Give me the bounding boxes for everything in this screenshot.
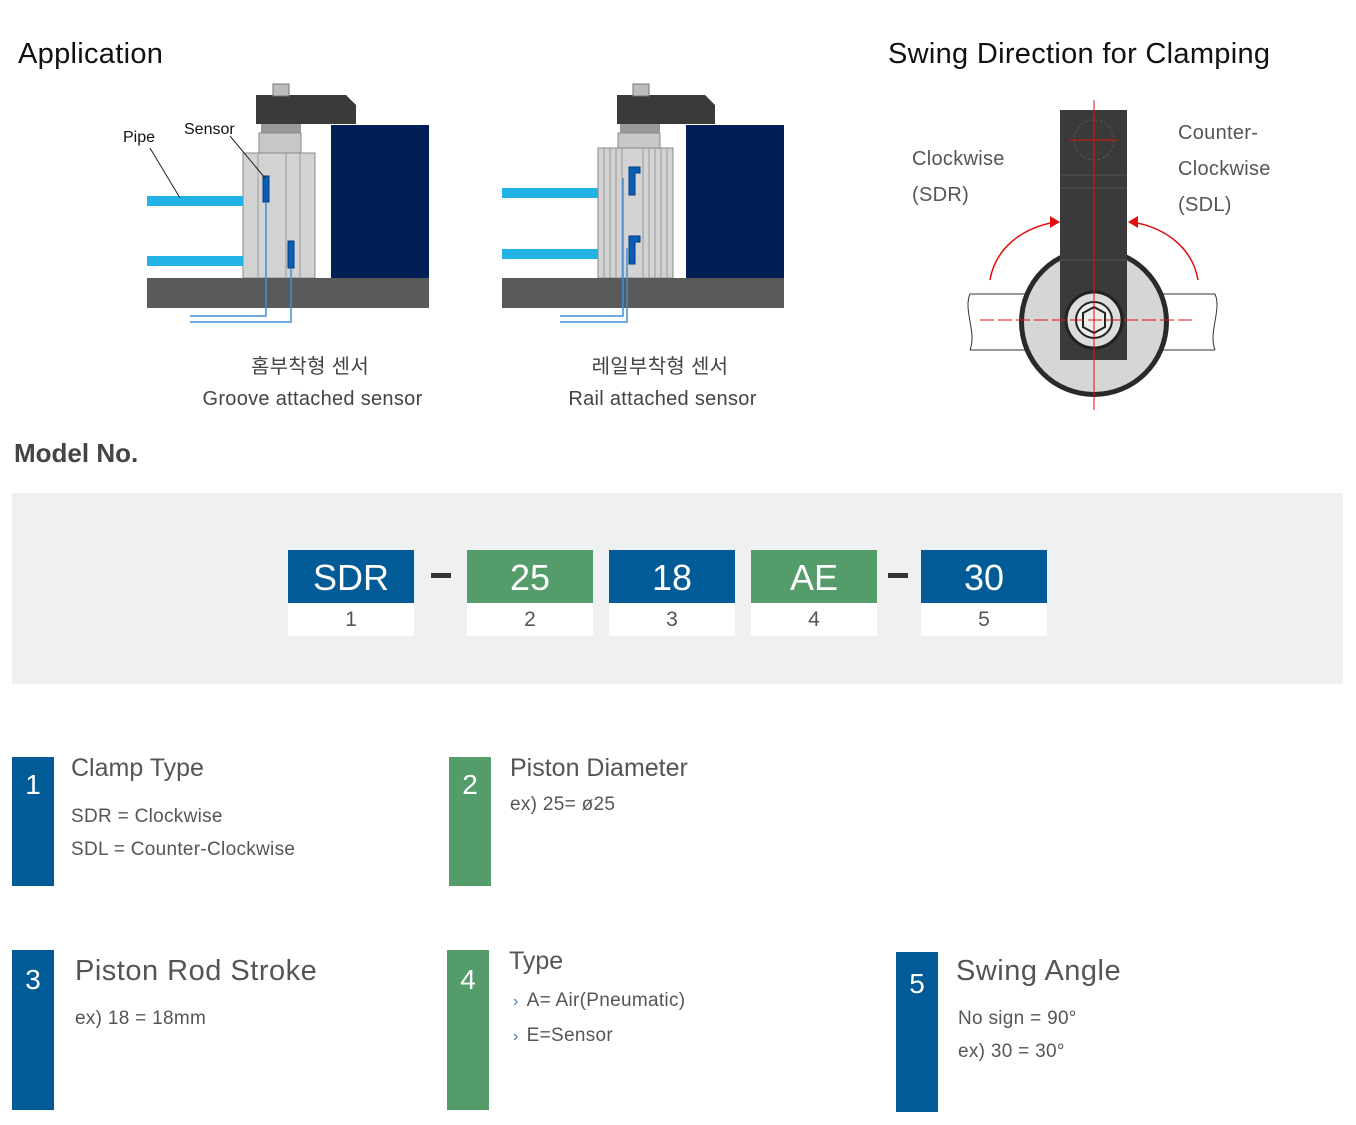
- definition-line: SDL = Counter-Clockwise: [71, 839, 296, 860]
- rail-english-caption: Rail attached sensor: [568, 388, 757, 410]
- pipe-lower: [502, 249, 598, 259]
- definition-line: ›A= Air(Pneumatic): [513, 990, 686, 1011]
- definition-number-2: 2: [449, 757, 491, 886]
- fixture-block: [331, 125, 429, 278]
- model-segment-2: 25 2: [467, 550, 593, 636]
- sensor-label: Sensor: [184, 121, 235, 138]
- clockwise-label: Clockwise (SDR): [912, 148, 1005, 206]
- counter-clockwise-arrow: [1131, 221, 1199, 281]
- swing-direction-diagram: [967, 100, 1218, 410]
- chevron-right-icon: ›: [513, 1028, 519, 1045]
- definition-title-clamp-type: Clamp Type: [71, 754, 204, 782]
- sensor-lower: [287, 240, 295, 269]
- clockwise-arrow: [989, 221, 1057, 281]
- groove-korean-caption: 홈부착형 센서: [250, 356, 370, 378]
- clamp-arm: [256, 95, 356, 124]
- model-title: Model No.: [14, 438, 139, 468]
- pipe-upper: [147, 196, 243, 206]
- application-title: Application: [18, 38, 164, 70]
- definition-line: ex) 30 = 30°: [958, 1041, 1065, 1062]
- definition-line: No sign = 90°: [958, 1008, 1077, 1029]
- model-segment-1: SDR 1: [288, 550, 414, 636]
- definition-number-1: 1: [12, 757, 54, 886]
- definition-title-piston-rod-stroke: Piston Rod Stroke: [75, 955, 318, 987]
- rail-sensor-diagram: [502, 83, 784, 323]
- rail-korean-caption: 레일부착형 센서: [591, 356, 729, 378]
- definition-title-piston-diameter: Piston Diameter: [510, 754, 688, 782]
- definition-number-5: 5: [896, 952, 938, 1112]
- base-plate: [147, 278, 429, 308]
- fixture-block: [686, 125, 784, 278]
- definition-line: ex) 18 = 18mm: [75, 1008, 207, 1029]
- sensor-upper: [262, 175, 270, 203]
- definition-line: ›E=Sensor: [513, 1025, 614, 1046]
- definition-number-3: 3: [12, 950, 54, 1110]
- pipe-upper: [502, 188, 598, 198]
- clamp-arm: [617, 95, 715, 124]
- counter-clockwise-label: Counter- Clockwise (SDL): [1178, 122, 1271, 216]
- chevron-right-icon: ›: [513, 993, 519, 1010]
- definition-number-4: 4: [447, 950, 489, 1110]
- sensor-upper: [628, 166, 641, 196]
- definition-title-swing-angle: Swing Angle: [956, 955, 1122, 987]
- sensor-lower: [628, 235, 641, 265]
- swing-title: Swing Direction for Clamping: [888, 38, 1271, 70]
- model-segment-4: AE 4: [751, 550, 877, 636]
- pipe-lower: [147, 256, 243, 266]
- definition-line: ex) 25= ø25: [510, 794, 616, 815]
- model-segment-3: 18 3: [609, 550, 735, 636]
- model-dash: [888, 573, 908, 578]
- model-segment-5: 30 5: [921, 550, 1047, 636]
- pipe-label: Pipe: [123, 129, 155, 146]
- groove-sensor-diagram: Pipe Sensor: [123, 83, 429, 323]
- definition-line: SDR = Clockwise: [71, 806, 223, 827]
- groove-english-caption: Groove attached sensor: [202, 388, 423, 410]
- base-plate: [502, 278, 784, 308]
- model-dash: [431, 573, 451, 578]
- definition-title-type: Type: [509, 947, 564, 975]
- cylinder-body: [242, 152, 316, 279]
